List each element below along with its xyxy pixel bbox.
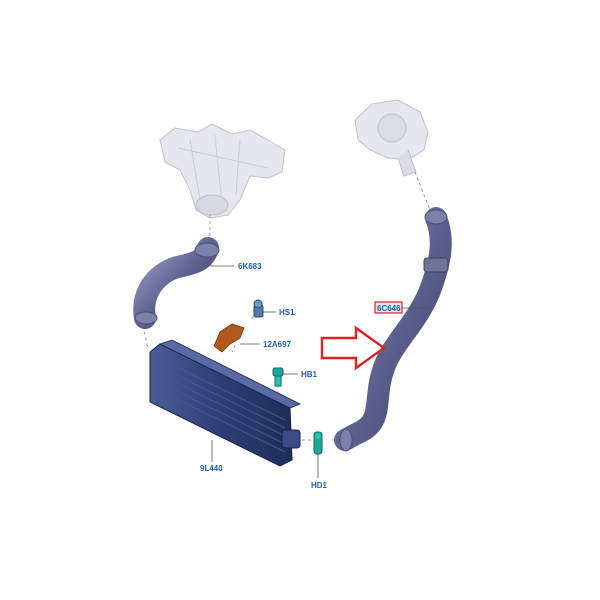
part-label-9l440: 9L440 — [200, 464, 223, 473]
sensor-hs1 — [253, 299, 264, 318]
part-label-hs1: HS1 — [279, 308, 295, 317]
part-label-12a697: 12A697 — [263, 340, 292, 349]
exhaust-manifold — [159, 123, 286, 219]
part-label-hb1: HB1 — [301, 370, 318, 379]
turbocharger — [354, 99, 429, 177]
part-label-6c646[interactable]: 6C646 — [377, 304, 401, 313]
bolt-hb1 — [272, 367, 284, 387]
clip-hd1 — [313, 431, 323, 455]
part-label-hd1: HD1 — [311, 481, 328, 490]
hose-6c646 — [334, 207, 452, 452]
part-label-6k683: 6K683 — [238, 262, 262, 271]
intercooler-9l440 — [149, 339, 301, 467]
highlight-box-6c646 — [374, 301, 403, 314]
right-arrow-outline-icon — [320, 325, 387, 371]
hose-6k683 — [133, 237, 220, 329]
bracket-12a697 — [213, 323, 245, 353]
